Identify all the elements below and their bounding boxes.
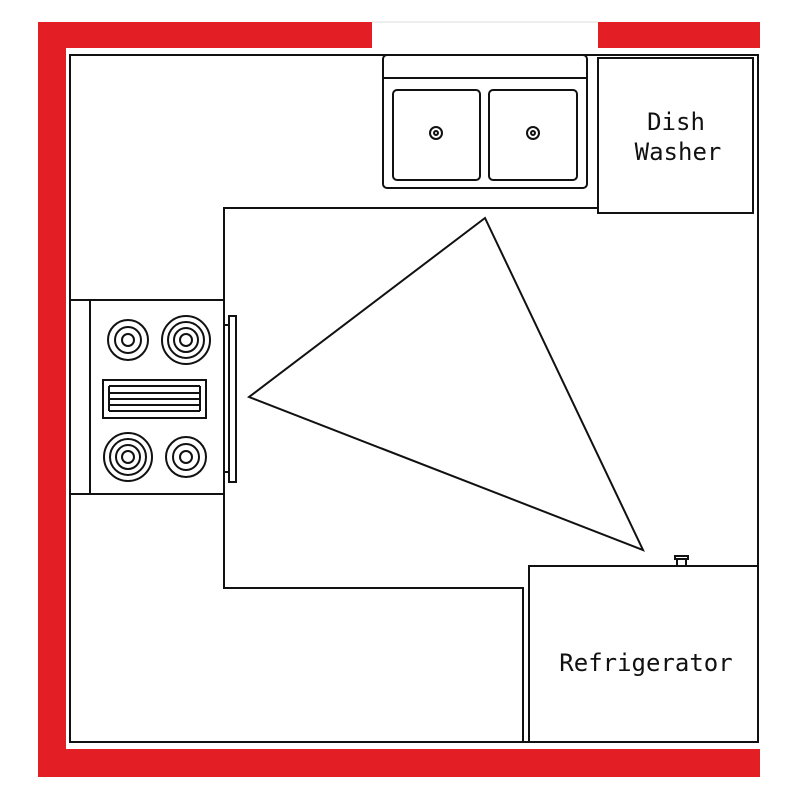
refrigerator-body <box>528 565 759 743</box>
refrigerator-handle-top <box>674 555 689 560</box>
sink-basin-right <box>488 89 578 181</box>
burner-bottom-right-icon <box>165 436 207 478</box>
sink-basin-left <box>392 89 481 181</box>
dishwasher-label-line2: Washer <box>635 138 722 166</box>
wall-top-right <box>598 22 760 48</box>
drain-left-inner-icon <box>433 130 439 136</box>
griddle-icon <box>102 379 207 419</box>
dishwasher: Dish Washer <box>597 57 754 214</box>
wall-bottom <box>38 749 760 777</box>
dishwasher-label-line1: Dish <box>647 108 705 136</box>
walls <box>38 21 760 777</box>
burner-top-left-icon <box>107 319 149 361</box>
work-triangle <box>246 216 645 552</box>
wall-left <box>38 22 66 777</box>
refrigerator-label: Refrigerator <box>559 649 732 677</box>
double-sink <box>382 54 588 189</box>
counter-inner-edge <box>223 207 598 742</box>
cooktop <box>89 299 225 495</box>
dishwasher-body <box>597 57 754 214</box>
refrigerator: Refrigerator <box>528 555 759 743</box>
drain-right-inner-icon <box>530 130 536 136</box>
oven-handle <box>228 315 237 483</box>
wall-top-left <box>38 22 372 48</box>
stove <box>69 299 237 495</box>
drain-left-icon <box>429 126 443 140</box>
drain-right-icon <box>526 126 540 140</box>
burner-bottom-left-icon <box>103 432 153 482</box>
burner-top-right-icon <box>161 315 211 365</box>
sink-frame <box>382 54 588 189</box>
